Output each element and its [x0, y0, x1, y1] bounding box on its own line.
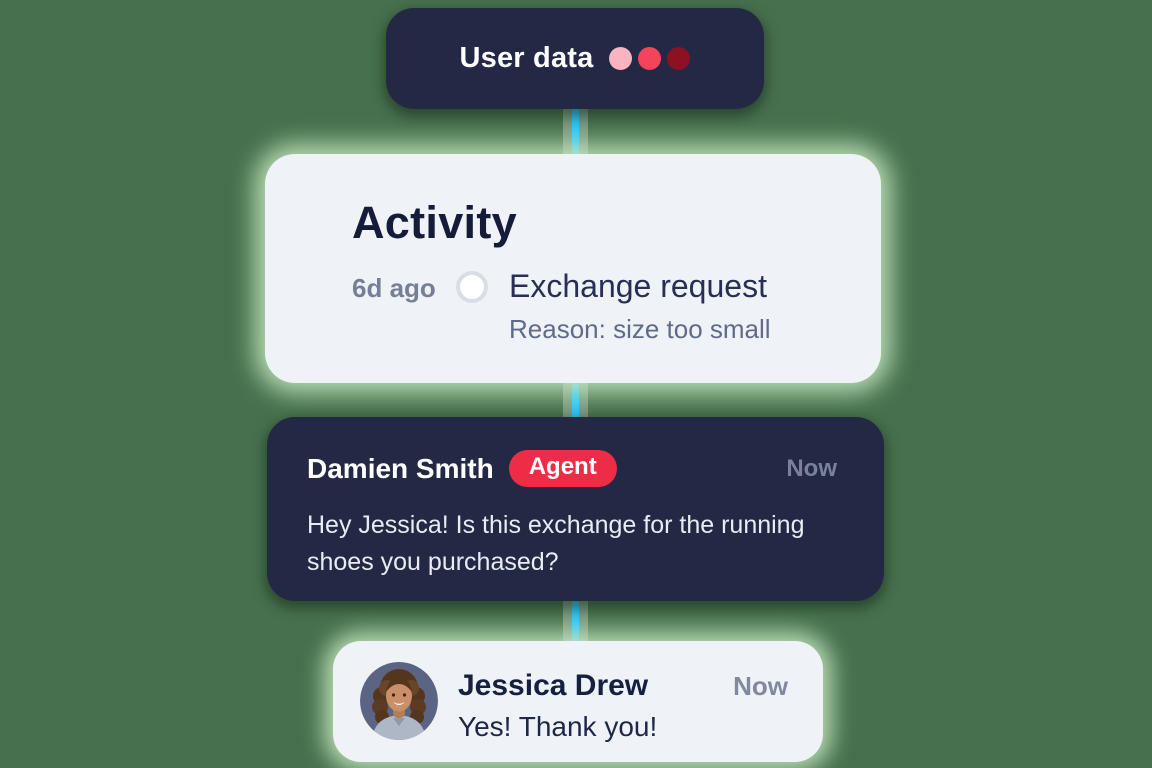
customer-message-card[interactable]: Jessica Drew Yes! Thank you! Now: [333, 641, 823, 762]
activity-title: Activity: [352, 197, 517, 248]
status-dots: [609, 47, 691, 70]
agent-message-card[interactable]: Damien Smith Agent Now Hey Jessica! Is t…: [267, 417, 884, 601]
activity-card[interactable]: Activity 6d ago Exchange request Reason:…: [265, 154, 881, 383]
agent-name: Damien Smith: [307, 452, 494, 484]
status-dot-2: [638, 47, 662, 70]
status-dot-1: [609, 47, 633, 70]
customer-message-text: Yes! Thank you!: [458, 711, 658, 742]
status-dot-3: [667, 47, 691, 70]
agent-message-text: Hey Jessica! Is this exchange for the ru…: [307, 511, 805, 576]
customer-name: Jessica Drew: [458, 669, 649, 702]
agent-badge: Agent: [508, 450, 617, 487]
activity-item-reason: Reason: size too small: [509, 313, 771, 344]
customer-timestamp: Now: [733, 671, 788, 701]
activity-status-circle-icon: [456, 271, 488, 303]
activity-item-time: 6d ago: [352, 273, 436, 303]
user-data-title: User data: [459, 42, 594, 74]
customer-avatar: [360, 662, 438, 740]
agent-timestamp: Now: [786, 454, 837, 482]
user-data-card[interactable]: User data: [386, 8, 764, 109]
activity-item: 6d ago Exchange request Reason: size too…: [352, 268, 881, 345]
activity-item-event: Exchange request: [509, 268, 767, 304]
woman-avatar-illustration: [360, 662, 438, 740]
